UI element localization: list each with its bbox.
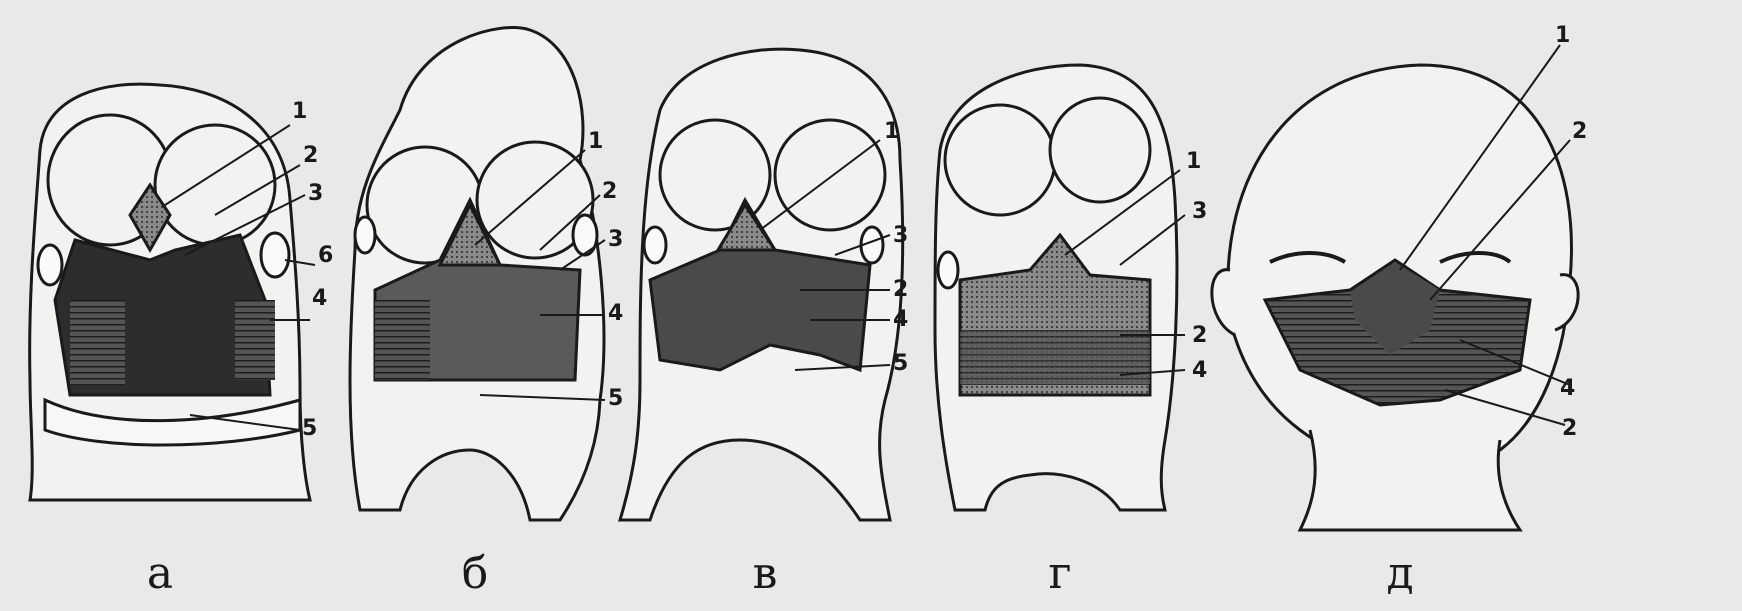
callout-label: 4	[893, 307, 908, 332]
callout-label: 3	[608, 227, 623, 252]
callout-label: 1	[884, 119, 899, 144]
callout-label: 3	[1192, 199, 1207, 224]
callout-label: 1	[588, 129, 603, 154]
callout-label: 4	[312, 286, 327, 311]
panel-label-b: б	[445, 548, 505, 599]
callout-label: 3	[893, 223, 908, 248]
panel-label-d: г	[1030, 548, 1090, 599]
callout-label: 4	[1192, 358, 1207, 383]
callout-label: 5	[893, 351, 908, 376]
callout-label: 1	[292, 99, 307, 124]
callout-label: 5	[302, 416, 317, 441]
callout-label: 2	[893, 277, 908, 302]
panel-d-callouts: 1 3 2 4	[1186, 149, 1207, 383]
panel-label-a: а	[130, 548, 190, 599]
callout-label: 2	[1562, 416, 1577, 441]
callout-label: 2	[1192, 323, 1207, 348]
panel-label-c: в	[735, 548, 795, 599]
callout-label: 3	[308, 181, 323, 206]
panel-label-e: д	[1370, 548, 1430, 599]
callout-label: 5	[608, 386, 623, 411]
callout-label: 2	[303, 143, 318, 168]
callout-label: 2	[1572, 119, 1587, 144]
callout-label: 1	[1186, 149, 1201, 174]
callout-label: 6	[318, 243, 333, 268]
callout-label: 2	[602, 179, 617, 204]
callout-label: 4	[1560, 376, 1575, 401]
panel-c-drawing	[620, 49, 903, 520]
panel-a-drawing	[30, 84, 315, 500]
callout-label: 4	[608, 301, 623, 326]
callout-label: 1	[1555, 23, 1570, 48]
panel-b-drawing	[350, 28, 605, 520]
panel-e-drawing	[1212, 45, 1578, 530]
panel-d-drawing	[935, 65, 1185, 510]
